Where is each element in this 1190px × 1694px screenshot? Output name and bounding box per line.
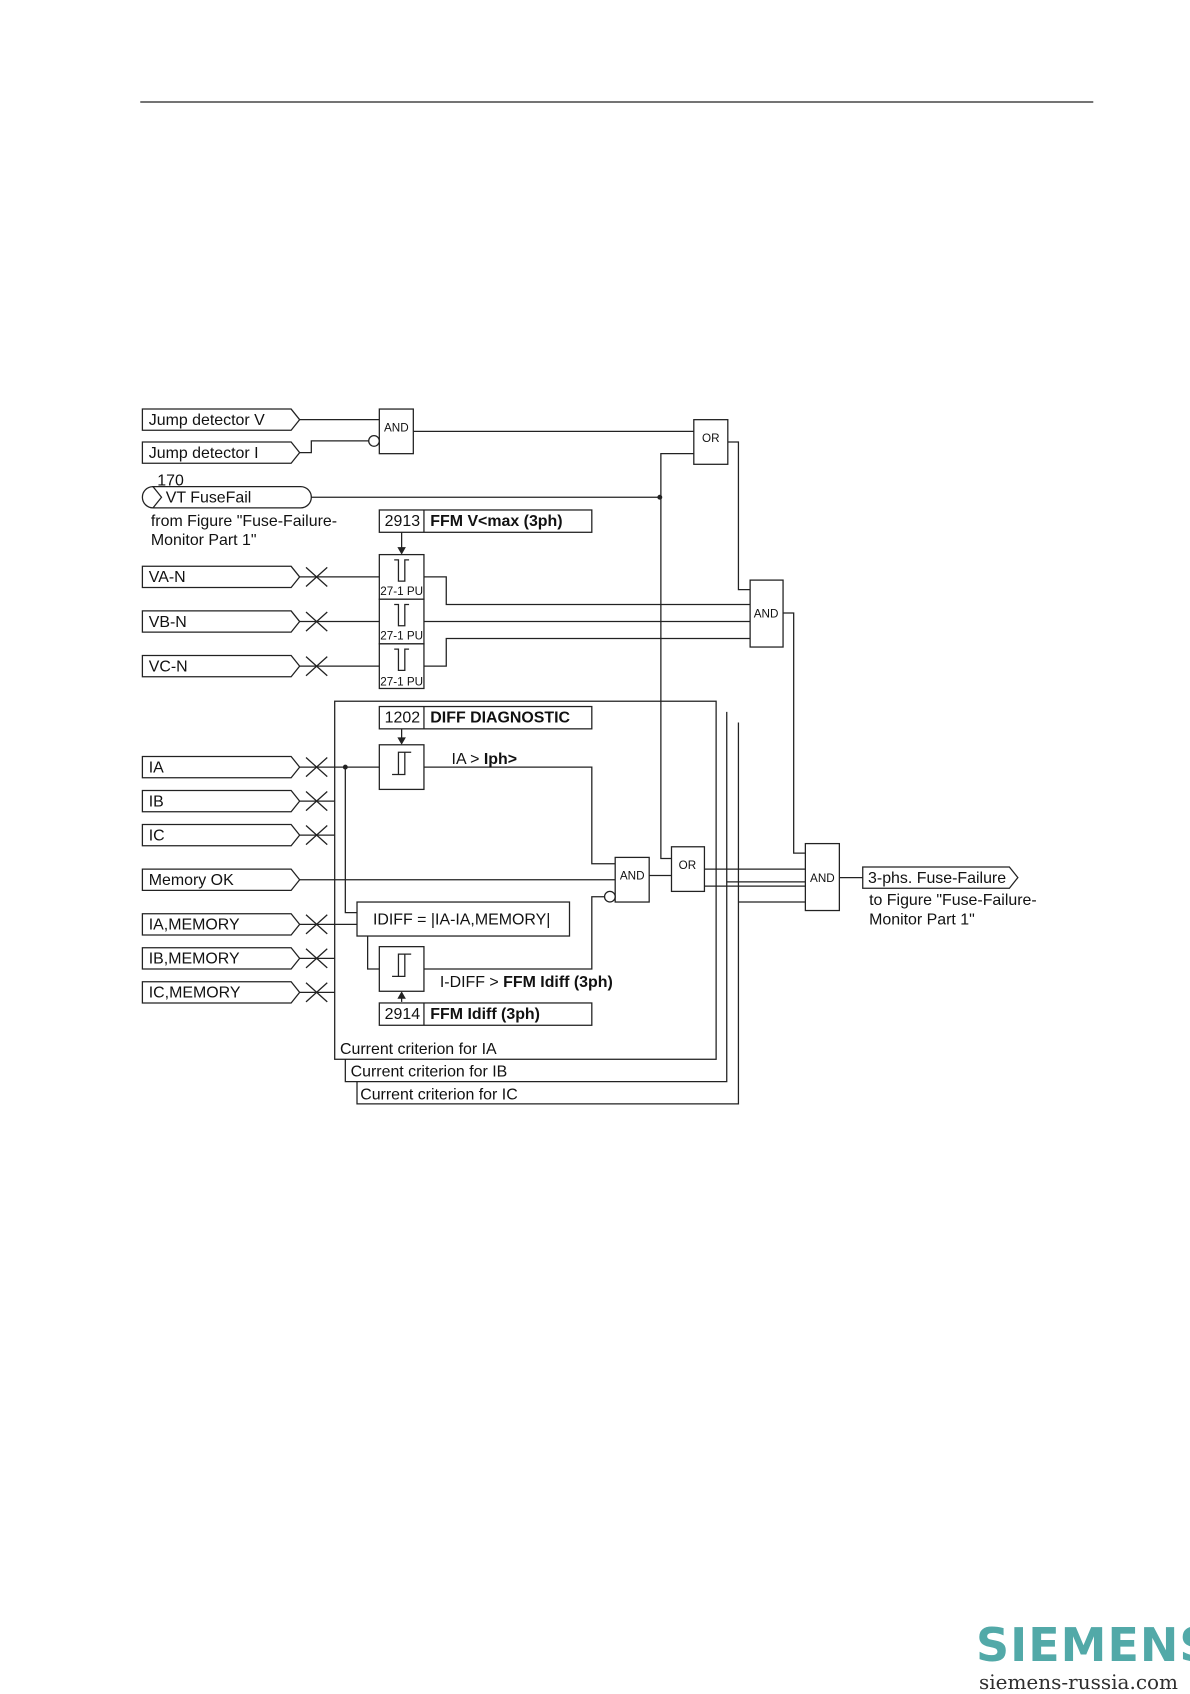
- svg-text:DIFF DIAGNOSTIC: DIFF DIAGNOSTIC: [430, 709, 570, 726]
- svg-text:IA,MEMORY: IA,MEMORY: [149, 917, 240, 934]
- svg-text:1202: 1202: [385, 709, 421, 726]
- overcurrent-threshold: [378, 744, 425, 791]
- svg-text:AND: AND: [384, 421, 409, 434]
- svg-text:OR: OR: [679, 859, 697, 872]
- svg-text:27-1 PU: 27-1 PU: [380, 585, 423, 598]
- svg-text:27-1 PU: 27-1 PU: [380, 675, 423, 688]
- idiff-calculation-box: IDIFF = |IA-IA,MEMORY|: [356, 901, 571, 937]
- svg-text:VC-N: VC-N: [149, 658, 188, 675]
- svg-text:VB-N: VB-N: [149, 614, 187, 631]
- undervoltage-threshold-a: 27-1 PU: [378, 553, 425, 600]
- output-note: to Figure "Fuse-Failure-: [869, 892, 1037, 909]
- svg-text:Jump detector I: Jump detector I: [149, 445, 259, 462]
- input-tag-va: VA-N: [141, 565, 301, 589]
- input-tag-jump-v: Jump detector V: [141, 408, 301, 431]
- svg-text:IB,MEMORY: IB,MEMORY: [149, 951, 240, 968]
- idiff-threshold: [378, 946, 425, 992]
- param-2913: 2913 FFM V<max (3ph): [378, 509, 593, 533]
- svg-text:3-phs. Fuse-Failure: 3-phs. Fuse-Failure: [868, 870, 1006, 887]
- input-tag-memory-ok: Memory OK: [141, 868, 301, 891]
- svg-text:FFM Idiff (3ph): FFM Idiff (3ph): [430, 1006, 540, 1023]
- output-note: Monitor Part 1": [869, 911, 975, 928]
- output-tag-fuse-failure: 3-phs. Fuse-Failure: [862, 866, 1019, 889]
- svg-text:IA: IA: [149, 759, 164, 776]
- and-gate-jump: AND: [368, 408, 414, 455]
- input-tag-vt-fusefail: VT FuseFail: [141, 485, 312, 509]
- criterion-frame-ia: [334, 700, 717, 1060]
- param-2914: 2914 FFM Idiff (3ph): [378, 1002, 593, 1026]
- svg-text:27-1 PU: 27-1 PU: [380, 630, 423, 643]
- svg-text:IB: IB: [149, 793, 164, 810]
- svg-text:FFM V<max (3ph): FFM V<max (3ph): [430, 513, 562, 530]
- input-tag-jump-i: Jump detector I: [141, 441, 301, 464]
- siemens-logo: SIEMENS siemens-russia.com: [976, 1618, 1190, 1694]
- vt-fusefail-note: Monitor Part 1": [151, 532, 257, 549]
- svg-text:AND: AND: [754, 607, 779, 620]
- and-gate-voltage: AND: [749, 579, 784, 648]
- input-tag-vc: VC-N: [141, 654, 301, 678]
- undervoltage-threshold-b: 27-1 PU: [378, 598, 425, 645]
- vt-fusefail-number: 170: [157, 473, 184, 490]
- logo-brand: SIEMENS: [976, 1618, 1190, 1672]
- input-tag-vb: VB-N: [141, 610, 301, 633]
- svg-text:2913: 2913: [385, 513, 421, 530]
- criterion-label-ia: Current criterion for IA: [340, 1041, 497, 1058]
- input-tag-ic-memory: IC,MEMORY: [141, 981, 301, 1004]
- svg-text:IDIFF = |IA-IA,MEMORY|: IDIFF = |IA-IA,MEMORY|: [373, 911, 550, 928]
- and-gate-final: AND: [804, 842, 841, 912]
- junction-dot: [657, 494, 663, 500]
- criterion-label-ib: Current criterion for IB: [351, 1063, 508, 1080]
- svg-text:2914: 2914: [385, 1006, 421, 1023]
- svg-text:AND: AND: [620, 870, 645, 883]
- vt-fusefail-note: from Figure "Fuse-Failure-: [151, 513, 337, 530]
- svg-text:VT FuseFail: VT FuseFail: [166, 490, 252, 507]
- undervoltage-threshold-c: 27-1 PU: [378, 643, 425, 690]
- measuring-point-marks: [305, 566, 328, 1003]
- input-tag-ia: IA: [141, 755, 301, 779]
- input-tag-ib: IB: [141, 789, 301, 813]
- logo-site: siemens-russia.com: [978, 1670, 1179, 1694]
- or-gate-lower: OR: [670, 846, 706, 893]
- svg-text:Jump detector V: Jump detector V: [149, 412, 265, 429]
- svg-text:OR: OR: [702, 432, 720, 445]
- svg-text:Memory OK: Memory OK: [149, 872, 234, 889]
- and-gate-current: AND: [603, 856, 650, 903]
- criterion-label-ic: Current criterion for IC: [360, 1087, 518, 1104]
- input-tag-ia-memory: IA,MEMORY: [141, 913, 301, 936]
- idiff-threshold-label: I-DIFF > FFM Idiff (3ph): [440, 974, 613, 991]
- wires: [299, 419, 863, 1105]
- svg-text:AND: AND: [810, 872, 835, 885]
- input-tag-ic: IC: [141, 823, 301, 847]
- input-tag-ib-memory: IB,MEMORY: [141, 947, 301, 970]
- svg-text:IC,MEMORY: IC,MEMORY: [149, 985, 241, 1002]
- svg-text:IC: IC: [149, 827, 165, 844]
- svg-text:VA-N: VA-N: [149, 569, 186, 586]
- param-1202: 1202 DIFF DIAGNOSTIC: [378, 705, 593, 730]
- or-gate-top: OR: [693, 419, 729, 465]
- ia-threshold-label: IA > Iph>: [452, 751, 518, 768]
